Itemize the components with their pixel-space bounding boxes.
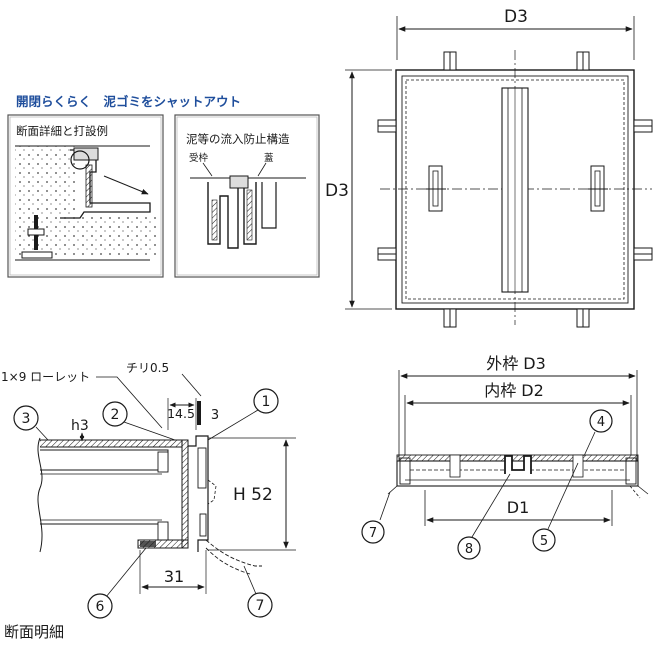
- side-callout-8: 8: [457, 473, 511, 560]
- svg-text:1: 1: [262, 394, 271, 410]
- section-callout-6: 6: [87, 547, 147, 619]
- section-callout-3: 3: [13, 405, 49, 441]
- panel-mud-prevention: 泥等の流入防止構造 受枠 蓋: [174, 114, 320, 278]
- plan-handle-left: [426, 165, 446, 212]
- svg-text:4: 4: [597, 415, 605, 430]
- frame-body: [60, 149, 151, 219]
- chiri-label: チリ0.5: [126, 361, 169, 375]
- section-callout-1: 1: [207, 388, 279, 441]
- concrete-area: [15, 146, 75, 256]
- plan-handle-right: [588, 165, 608, 212]
- label-frame: 受枠: [189, 152, 209, 164]
- svg-text:3: 3: [22, 411, 31, 427]
- pointer-arrow: [103, 175, 149, 195]
- ground-dashed: [205, 539, 262, 567]
- dim-h-label: H 52: [233, 485, 273, 505]
- panel-section-detail: 断面詳細と打設例: [7, 114, 164, 278]
- dim-d3-top-label: D3: [504, 7, 528, 27]
- frame-profile: [188, 435, 209, 552]
- panel-left-title: 断面詳細と打設例: [16, 124, 108, 138]
- svg-text:6: 6: [96, 599, 105, 615]
- svg-text:7: 7: [256, 598, 265, 614]
- dim-d1-label: D1: [507, 498, 530, 517]
- profile-frame: [207, 182, 257, 249]
- svg-text:8: 8: [465, 542, 473, 557]
- dim-3: 3: [211, 408, 219, 423]
- lid-top-plate: [40, 439, 183, 448]
- side-lid-top: [396, 454, 639, 462]
- svg-text:5: 5: [540, 534, 548, 549]
- bottom-gasket: [137, 539, 189, 549]
- promo-area: 開閉らくらく 泥ゴミをシャットアウト 断面詳細と打設例: [7, 94, 320, 278]
- dim-14-5: 14.5: [167, 406, 195, 421]
- dim-outer-label: 外枠 D3: [486, 354, 546, 373]
- side-center-handle: [504, 455, 532, 474]
- svg-text:2: 2: [111, 407, 120, 423]
- side-view: 外枠 D3 内枠 D2 D1 4 5: [361, 354, 649, 560]
- plan-anchor-tabs: [377, 51, 653, 328]
- frame-wall: [181, 439, 189, 549]
- promo-headline: 開閉らくらく 泥ゴミをシャットアウト: [16, 94, 241, 109]
- section-view: 1×9 ローレット チリ0.5 14.5 3 h3: [1, 361, 296, 641]
- label-lid: 蓋: [264, 152, 274, 164]
- ground-area: [75, 215, 157, 257]
- section-callout-7: 7: [243, 565, 273, 618]
- dim-d3-left-label: D3: [325, 181, 349, 201]
- detail-circle: [70, 150, 90, 170]
- side-callout-5: 5: [532, 462, 579, 552]
- side-callout-4: 4: [583, 409, 613, 457]
- dim-31-label: 31: [164, 567, 184, 586]
- section-callout-2: 2: [102, 401, 176, 441]
- side-callout-7: 7: [361, 491, 391, 544]
- dim-inner-label: 内枠 D2: [484, 381, 544, 400]
- panel-right-title: 泥等の流入防止構造: [186, 132, 290, 146]
- knurl-label: 1×9 ローレット: [1, 370, 90, 384]
- dim-h3: h3: [71, 418, 89, 434]
- section-caption: 断面明細: [4, 623, 64, 641]
- svg-text:7: 7: [369, 526, 377, 541]
- plan-view: D3 D3: [325, 7, 653, 328]
- break-line: [37, 437, 43, 553]
